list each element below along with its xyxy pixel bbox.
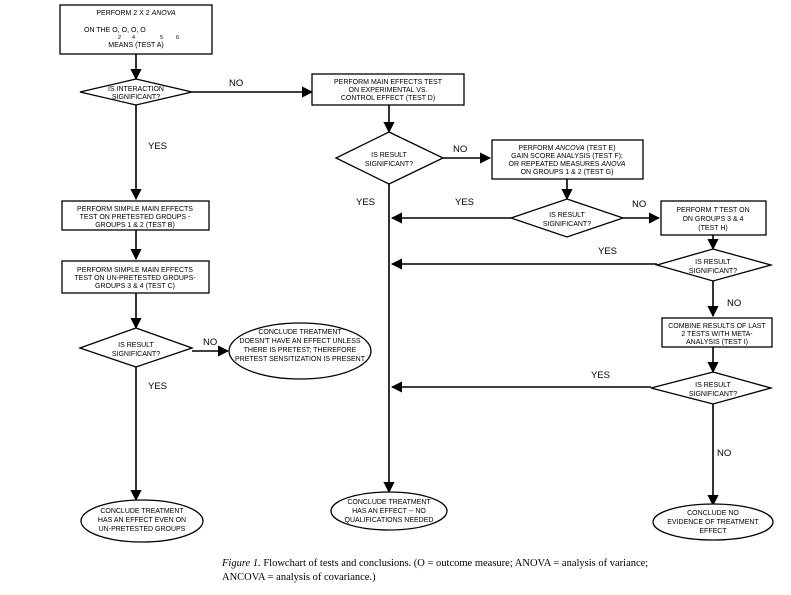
svg-text:SIGNIFICANT?: SIGNIFICANT? bbox=[112, 94, 160, 101]
connectors bbox=[130, 54, 719, 507]
result-diamond-3: IS RESULT SIGNIFICANT? bbox=[654, 248, 774, 282]
svg-text:OR REPEATED MEASURES ANOVA: OR REPEATED MEASURES ANOVA bbox=[509, 161, 626, 168]
svg-text:ANALYSIS (TEST I): ANALYSIS (TEST I) bbox=[686, 339, 748, 346]
test-d-box: PERFORM MAIN EFFECTS TEST ON EXPERIMENTA… bbox=[311, 73, 465, 106]
outcome-middle-ellipse: CONCLUDE TREATMENT HAS AN EFFECT -- NO Q… bbox=[330, 491, 448, 531]
svg-text:PERFORM SIMPLE MAIN EFFECTS: PERFORM SIMPLE MAIN EFFECTS bbox=[77, 206, 193, 213]
svg-text:6: 6 bbox=[176, 35, 179, 41]
svg-text:SIGNIFICANT?: SIGNIFICANT? bbox=[365, 161, 413, 168]
edge-label-yes: YES bbox=[455, 197, 474, 208]
edge-label-yes: YES bbox=[148, 141, 167, 152]
svg-text:UN-PRETESTED GROUPS: UN-PRETESTED GROUPS bbox=[99, 526, 186, 533]
svg-text:TEST ON UN-PRETESTED GROUPS-: TEST ON UN-PRETESTED GROUPS- bbox=[74, 275, 196, 282]
svg-text:PRETEST SENSITIZATION IS PRESE: PRETEST SENSITIZATION IS PRESENT bbox=[235, 356, 366, 363]
edge-label-no: NO bbox=[453, 144, 467, 155]
svg-text:(TEST H): (TEST H) bbox=[698, 225, 727, 232]
svg-text:MEANS (TEST A): MEANS (TEST A) bbox=[108, 42, 164, 49]
svg-text:IS RESULT: IS RESULT bbox=[695, 259, 731, 266]
svg-text:CONCLUDE TREATMENT: CONCLUDE TREATMENT bbox=[100, 508, 184, 515]
svg-text:EFFECT: EFFECT bbox=[699, 528, 727, 535]
test-a-box: PERFORM 2 X 2 ANOVA ON THE O, O, O, O 2 … bbox=[59, 4, 213, 55]
svg-text:2: 2 bbox=[118, 35, 121, 41]
edge-labels: NO YES NO YES YES NO YES NO NO YES YES N… bbox=[148, 78, 741, 459]
svg-text:DOESN'T HAVE AN EFFECT UNLESS: DOESN'T HAVE AN EFFECT UNLESS bbox=[239, 338, 360, 345]
result-diamond-1: IS RESULT SIGNIFICANT? bbox=[334, 131, 445, 185]
test-efg-box: PERFORM ANCOVA (TEST E) GAIN SCORE ANALY… bbox=[491, 139, 644, 180]
edge-label-yes: YES bbox=[591, 370, 610, 381]
edge-label-yes: YES bbox=[356, 197, 375, 208]
outcome-no-effect-ellipse: CONCLUDE TREATMENT DOESN'T HAVE AN EFFEC… bbox=[228, 322, 372, 380]
svg-text:CONCLUDE TREATMENT: CONCLUDE TREATMENT bbox=[258, 329, 342, 336]
edge-label-no: NO bbox=[229, 78, 243, 89]
figure-label: Figure 1. bbox=[222, 558, 261, 569]
svg-text:2 TESTS WITH META-: 2 TESTS WITH META- bbox=[681, 331, 753, 338]
edge-label-no: NO bbox=[632, 199, 646, 210]
svg-text:COMBINE RESULTS OF LAST: COMBINE RESULTS OF LAST bbox=[668, 323, 766, 330]
svg-text:SIGNIFICANT?: SIGNIFICANT? bbox=[689, 391, 737, 398]
result-diamond-2: IS RESULT SIGNIFICANT? bbox=[508, 198, 626, 238]
interaction-diamond: IS INTERACTION SIGNIFICANT? bbox=[79, 78, 193, 106]
svg-text:PERFORM ANCOVA (TEST E): PERFORM ANCOVA (TEST E) bbox=[518, 145, 615, 152]
svg-text:EVIDENCE OF TREATMENT: EVIDENCE OF TREATMENT bbox=[667, 519, 759, 526]
edge-label-no: NO bbox=[727, 298, 741, 309]
svg-text:CONTROL EFFECT (TEST D): CONTROL EFFECT (TEST D) bbox=[341, 95, 435, 102]
edge-label-no: NO bbox=[203, 337, 217, 348]
test-b-box: PERFORM SIMPLE MAIN EFFECTS TEST ON PRET… bbox=[61, 200, 210, 231]
svg-text:IS RESULT: IS RESULT bbox=[695, 382, 731, 389]
svg-text:ON GROUPS 3 & 4: ON GROUPS 3 & 4 bbox=[682, 216, 743, 223]
svg-text:PERFORM SIMPLE MAIN EFFECTS: PERFORM SIMPLE MAIN EFFECTS bbox=[77, 267, 193, 274]
svg-text:PERFORM 2 X 2 ANOVA: PERFORM 2 X 2 ANOVA bbox=[96, 10, 176, 17]
svg-text:GAIN SCORE ANALYSIS (TEST F);: GAIN SCORE ANALYSIS (TEST F); bbox=[511, 153, 623, 160]
result-diamond-5: IS RESULT SIGNIFICANT? bbox=[78, 327, 194, 368]
svg-text:IS RESULT: IS RESULT bbox=[371, 152, 407, 159]
outcome-right-ellipse: CONCLUDE NO EVIDENCE OF TREATMENT EFFECT bbox=[652, 503, 774, 541]
outcome-left-ellipse: CONCLUDE TREATMENT HAS AN EFFECT EVEN ON… bbox=[80, 499, 204, 543]
svg-text:PERFORM MAIN EFFECTS TEST: PERFORM MAIN EFFECTS TEST bbox=[334, 79, 443, 86]
svg-text:ON THE O, O, O, O: ON THE O, O, O, O bbox=[84, 27, 146, 34]
svg-text:4: 4 bbox=[132, 35, 135, 41]
svg-text:HAS AN EFFECT -- NO: HAS AN EFFECT -- NO bbox=[352, 508, 426, 515]
svg-text:IS INTERACTION: IS INTERACTION bbox=[108, 86, 164, 93]
figure-caption: Figure 1. Flowchart of tests and conclus… bbox=[222, 557, 662, 585]
svg-text:TEST ON PRETESTED GROUPS -: TEST ON PRETESTED GROUPS - bbox=[80, 214, 191, 221]
test-h-box: PERFORM t TEST ON ON GROUPS 3 & 4 (TEST … bbox=[660, 200, 767, 236]
svg-text:GROUPS 3 & 4 (TEST C): GROUPS 3 & 4 (TEST C) bbox=[95, 283, 175, 290]
edge-label-yes: YES bbox=[148, 381, 167, 392]
svg-text:IS RESULT: IS RESULT bbox=[118, 342, 154, 349]
svg-text:GROUPS 1 & 2 (TEST B): GROUPS 1 & 2 (TEST B) bbox=[95, 222, 175, 229]
test-i-box: COMBINE RESULTS OF LAST 2 TESTS WITH MET… bbox=[661, 317, 773, 348]
svg-text:5: 5 bbox=[160, 35, 163, 41]
svg-text:SIGNIFICANT?: SIGNIFICANT? bbox=[543, 221, 591, 228]
svg-text:SIGNIFICANT?: SIGNIFICANT? bbox=[689, 268, 737, 275]
svg-text:CONCLUDE TREATMENT: CONCLUDE TREATMENT bbox=[347, 499, 431, 506]
svg-text:THERE IS PRETEST; THEREFORE: THERE IS PRETEST; THEREFORE bbox=[244, 347, 357, 354]
svg-text:PERFORM t TEST ON: PERFORM t TEST ON bbox=[676, 207, 749, 214]
svg-text:QUALIFICATIONS NEEDED: QUALIFICATIONS NEEDED bbox=[345, 517, 434, 524]
svg-text:ON GROUPS 1 & 2 (TEST G): ON GROUPS 1 & 2 (TEST G) bbox=[521, 169, 614, 176]
svg-text:CONCLUDE NO: CONCLUDE NO bbox=[687, 510, 739, 517]
svg-text:SIGNIFICANT?: SIGNIFICANT? bbox=[112, 351, 160, 358]
svg-text:IS RESULT: IS RESULT bbox=[549, 212, 585, 219]
svg-text:HAS AN EFFECT EVEN ON: HAS AN EFFECT EVEN ON bbox=[98, 517, 186, 524]
edge-label-yes: YES bbox=[598, 246, 617, 257]
test-c-box: PERFORM SIMPLE MAIN EFFECTS TEST ON UN-P… bbox=[61, 260, 210, 294]
edge-label-no: NO bbox=[717, 448, 731, 459]
svg-text:ON EXPERIMENTAL VS.: ON EXPERIMENTAL VS. bbox=[349, 87, 428, 94]
figure-caption-text: Flowchart of tests and conclusions. (O =… bbox=[222, 558, 649, 583]
result-diamond-4: IS RESULT SIGNIFICANT? bbox=[650, 371, 774, 405]
